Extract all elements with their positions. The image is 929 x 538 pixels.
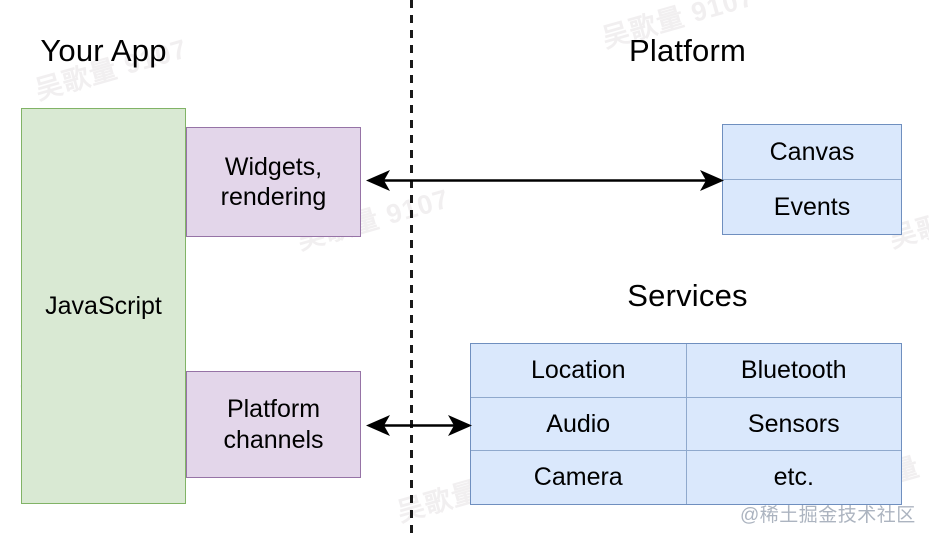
platform-cell-canvas: Canvas	[723, 125, 901, 179]
widgets-rendering-line1: Widgets,	[224, 152, 323, 181]
heading-platform: Platform	[628, 33, 747, 68]
services-cell-bluetooth-label: Bluetooth	[740, 355, 847, 384]
platform-cell-canvas-label: Canvas	[769, 137, 855, 166]
widgets-to-canvas-arrowhead-left	[366, 170, 390, 191]
services-cell-sensors: Sensors	[685, 397, 902, 451]
services-table-row: Location Bluetooth	[471, 344, 901, 397]
services-cell-location: Location	[471, 344, 686, 397]
services-cell-audio-label: Audio	[546, 409, 611, 438]
platform-cell-events: Events	[723, 179, 901, 234]
channels-to-services-arrowhead-right	[448, 415, 472, 436]
widgets-rendering-box: Widgets, rendering	[186, 127, 361, 237]
widgets-rendering-line2: rendering	[220, 183, 327, 211]
heading-services: Services	[627, 278, 748, 313]
channels-to-services-arrowhead-left	[366, 415, 390, 436]
platform-cell-events-label: Events	[773, 192, 851, 221]
platform-channels-label: Platform channels	[223, 394, 323, 455]
services-table-row: Audio Sensors	[471, 396, 902, 451]
services-cell-bluetooth: Bluetooth	[685, 344, 902, 397]
javascript-box: JavaScript	[21, 108, 186, 504]
services-cell-etc: etc.	[685, 451, 902, 505]
services-cell-audio: Audio	[471, 398, 686, 451]
services-cell-camera-label: Camera	[533, 463, 623, 492]
services-cell-camera: Camera	[471, 451, 686, 504]
services-table: Location Bluetooth Audio Sensors Camera …	[470, 343, 902, 505]
services-cell-etc-label: etc.	[773, 463, 814, 492]
widgets-to-canvas-arrowhead-right	[700, 170, 724, 191]
heading-your-app: Your App	[40, 33, 167, 68]
javascript-box-label: JavaScript	[45, 291, 162, 320]
channels-to-services-arrow	[366, 415, 472, 436]
platform-channels-line1: Platform	[226, 395, 321, 423]
credit-watermark: @稀土掘金技术社区	[740, 505, 916, 526]
services-table-row: Camera etc.	[471, 450, 902, 505]
services-cell-sensors-label: Sensors	[747, 409, 840, 438]
widgets-rendering-label: Widgets, rendering	[221, 152, 327, 213]
services-cell-location-label: Location	[530, 355, 626, 384]
platform-stack: Canvas Events	[722, 124, 902, 235]
platform-channels-line2: channels	[223, 425, 324, 454]
platform-channels-box: Platform channels	[186, 371, 361, 478]
